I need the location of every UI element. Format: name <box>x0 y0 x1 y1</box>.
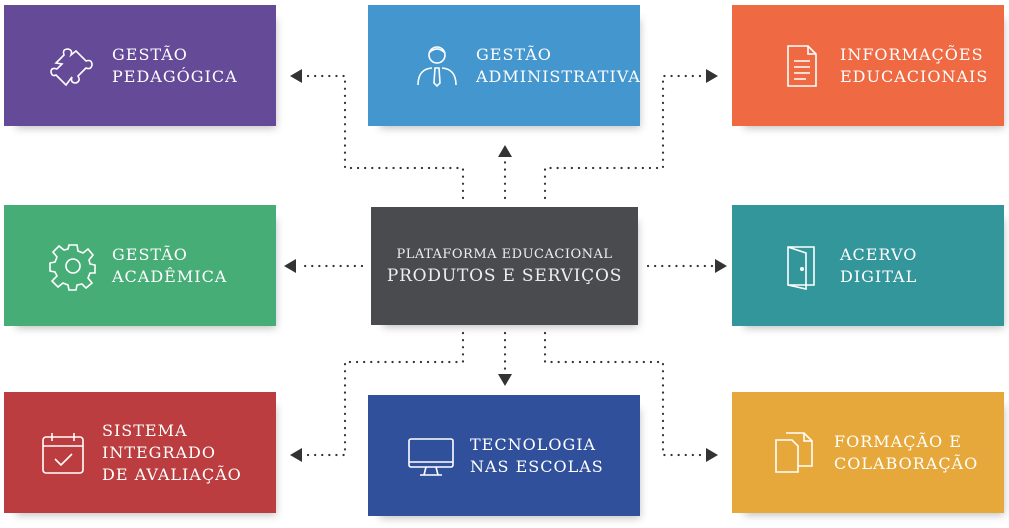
label-line: COLABORAÇÃO <box>834 453 979 473</box>
puzzle-icon <box>50 47 93 86</box>
monitor-icon <box>408 437 454 476</box>
label-line: PEDAGÓGICA <box>112 66 238 86</box>
label-line: FORMAÇÃO E <box>834 431 962 451</box>
arrow-head-left <box>290 69 302 83</box>
arrow-head-right <box>715 259 727 273</box>
connector-pedagogica <box>304 74 465 200</box>
center-subtitle: PRODUTOS E SERVIÇOS <box>386 265 623 286</box>
door-icon <box>787 245 815 290</box>
arrow-head-right <box>706 69 718 83</box>
arrow-head-down <box>498 374 512 386</box>
label-line: INTEGRADO <box>102 442 216 462</box>
calendar-check-icon <box>42 432 84 474</box>
label-line: TECNOLOGIA <box>470 434 597 454</box>
label-line: GESTÃO <box>476 44 552 64</box>
label-line: NAS ESCOLAS <box>470 456 604 476</box>
center-platform-box: PLATAFORMA EDUCACIONAL PRODUTOS E SERVIÇ… <box>371 207 638 325</box>
label-line: GESTÃO <box>112 44 188 64</box>
arrow-head-up <box>498 145 512 157</box>
label-line: ACADÊMICA <box>112 266 228 286</box>
arrow-head-left <box>290 448 302 462</box>
connector-informacoes <box>543 74 706 200</box>
document-icon <box>787 44 817 87</box>
label-line: GESTÃO <box>112 244 188 264</box>
center-title: PLATAFORMA EDUCACIONAL <box>396 246 613 262</box>
gear-icon <box>49 243 96 291</box>
arrow-head-right <box>706 448 718 462</box>
label-line: ACERVO <box>840 244 918 264</box>
label-line: SISTEMA <box>102 420 188 440</box>
label-line: DIGITAL <box>840 266 918 286</box>
arrow-head-left <box>284 259 296 273</box>
person-tie-icon <box>417 45 457 87</box>
label-line: DE AVALIAÇÃO <box>102 464 242 484</box>
copy-documents-icon <box>775 431 813 473</box>
label-line: EDUCACIONAIS <box>840 66 989 86</box>
label-line: ADMINISTRATIVA <box>476 66 641 86</box>
label-line: INFORMAÇÕES <box>840 44 984 64</box>
